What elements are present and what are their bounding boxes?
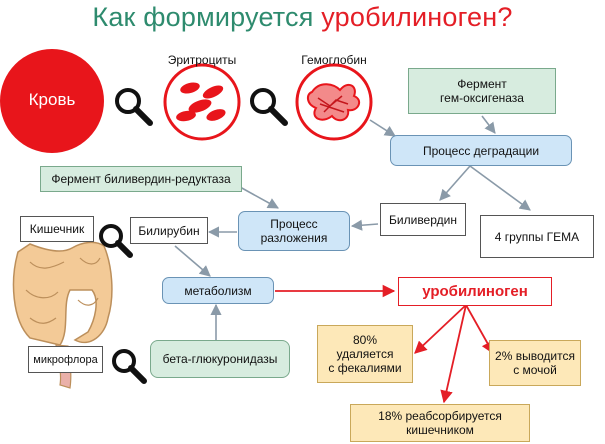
blood-circle xyxy=(0,49,104,153)
biliverdin-box: Биливердин xyxy=(380,203,466,236)
metabolism-box: метаболизм xyxy=(162,277,274,304)
reabsorbed-box: 18% реабсорбируется кишечником xyxy=(350,404,530,442)
microflora-box: микрофлора xyxy=(28,346,103,373)
magnifier-icon xyxy=(99,224,133,258)
bilirubin-box: Билирубин xyxy=(130,217,208,244)
feces-box: 80% удаляется с фекалиями xyxy=(317,325,413,383)
gray-connectors xyxy=(174,115,531,340)
heme-oxygenase-box: Фермент гем-оксигеназа xyxy=(408,68,556,114)
title-part-1: Как формируется xyxy=(92,2,322,32)
erythrocytes-label: Эритроциты xyxy=(167,53,237,67)
blood-label: Кровь xyxy=(28,90,76,109)
beta-glucuronidase-box: бета-глюкуронидазы xyxy=(150,340,290,378)
magnifier-icon xyxy=(250,88,288,126)
urobilinogen-box: уробилиноген xyxy=(398,277,552,306)
title-part-2: уробилиноген? xyxy=(321,2,513,32)
degradation-box: Процесс деградации xyxy=(390,135,572,166)
page-title: Как формируется уробилиноген? xyxy=(0,0,605,34)
magnifier-icon xyxy=(115,88,153,126)
biliverdin-reductase-box: Фермент биливердин-редуктаза xyxy=(40,166,242,192)
decomposition-box: Процесс разложения xyxy=(238,211,350,251)
urine-box: 2% выводится с мочой xyxy=(489,340,581,386)
intestine-box: Кишечник xyxy=(20,216,94,242)
red-connectors xyxy=(275,284,494,404)
hemoglobin-icon xyxy=(295,63,373,141)
red-blood-cells-icon xyxy=(163,63,241,141)
heme-groups-box: 4 группы ГЕМА xyxy=(480,215,594,258)
magnifier-icon xyxy=(112,349,147,384)
hemoglobin-label: Гемоглобин xyxy=(301,53,367,67)
